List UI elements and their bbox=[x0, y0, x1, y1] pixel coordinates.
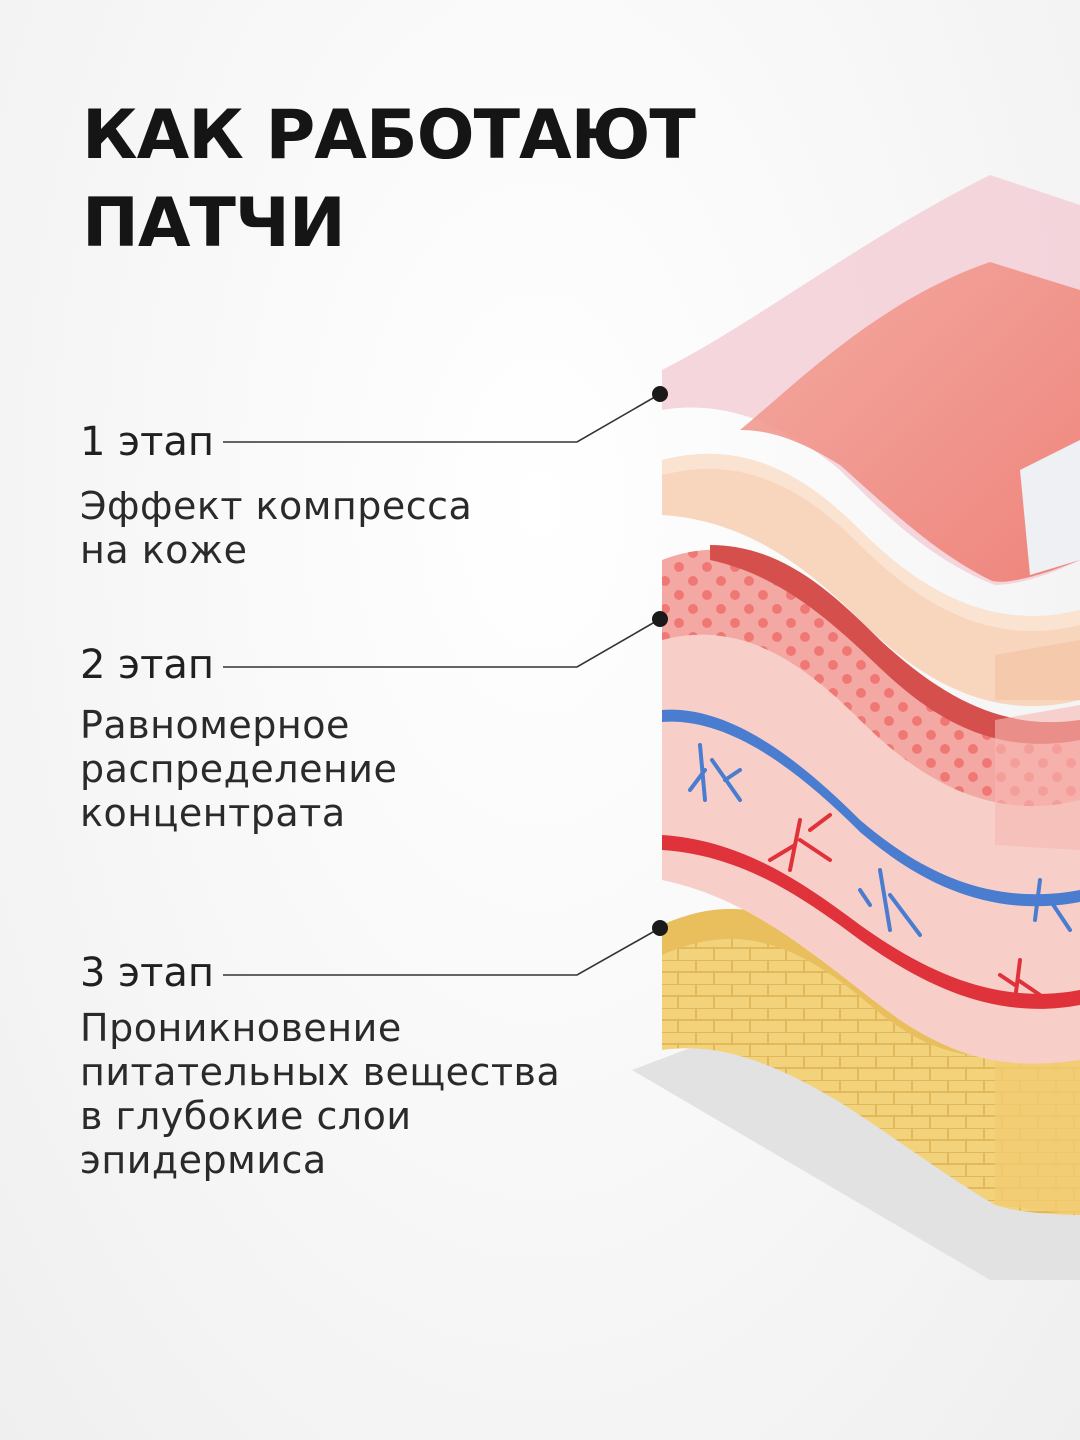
step-2-description: Равномерное распределение концентрата bbox=[80, 703, 397, 835]
step-2-desc-line: концентрата bbox=[80, 791, 346, 835]
step-3-label: 3 этап bbox=[80, 950, 215, 996]
step-3-desc-line: питательных вещества bbox=[80, 1050, 561, 1094]
leader-dot-step-1 bbox=[652, 386, 668, 402]
step-2-desc-line: распределение bbox=[80, 747, 398, 791]
step-1-desc-line: на коже bbox=[80, 528, 248, 572]
leader-dot-step-2 bbox=[652, 611, 668, 627]
floor-shadow bbox=[632, 1010, 1080, 1280]
step-1-description: Эффект компресса на коже bbox=[80, 484, 472, 572]
leader-line-step-1 bbox=[223, 393, 661, 443]
step-1-label: 1 этап bbox=[80, 419, 215, 465]
title-line-2: ПАТЧИ bbox=[82, 184, 346, 263]
leader-line-step-2 bbox=[223, 618, 661, 668]
leader-line-step-3 bbox=[223, 927, 661, 976]
page-title: КАК РАБОТАЮТ ПАТЧИ bbox=[82, 92, 696, 268]
title-line-1: КАК РАБОТАЮТ bbox=[82, 96, 696, 175]
step-2-desc-line: Равномерное bbox=[80, 703, 350, 747]
epidermis-layer bbox=[662, 545, 1080, 850]
patch-layers bbox=[662, 175, 1080, 585]
step-2-label: 2 этап bbox=[80, 642, 215, 688]
step-1-desc-line: Эффект компресса bbox=[80, 484, 473, 528]
leader-dot-step-3 bbox=[652, 920, 668, 936]
dermis-layer bbox=[662, 634, 1080, 1064]
step-3-description: Проникновение питательных вещества в глу… bbox=[80, 1006, 560, 1182]
step-3-desc-line: эпидермиса bbox=[80, 1138, 327, 1182]
step-3-desc-line: в глубокие слои bbox=[80, 1094, 412, 1138]
stratum-corneum-layer bbox=[662, 453, 1080, 707]
step-3-desc-line: Проникновение bbox=[80, 1006, 402, 1050]
